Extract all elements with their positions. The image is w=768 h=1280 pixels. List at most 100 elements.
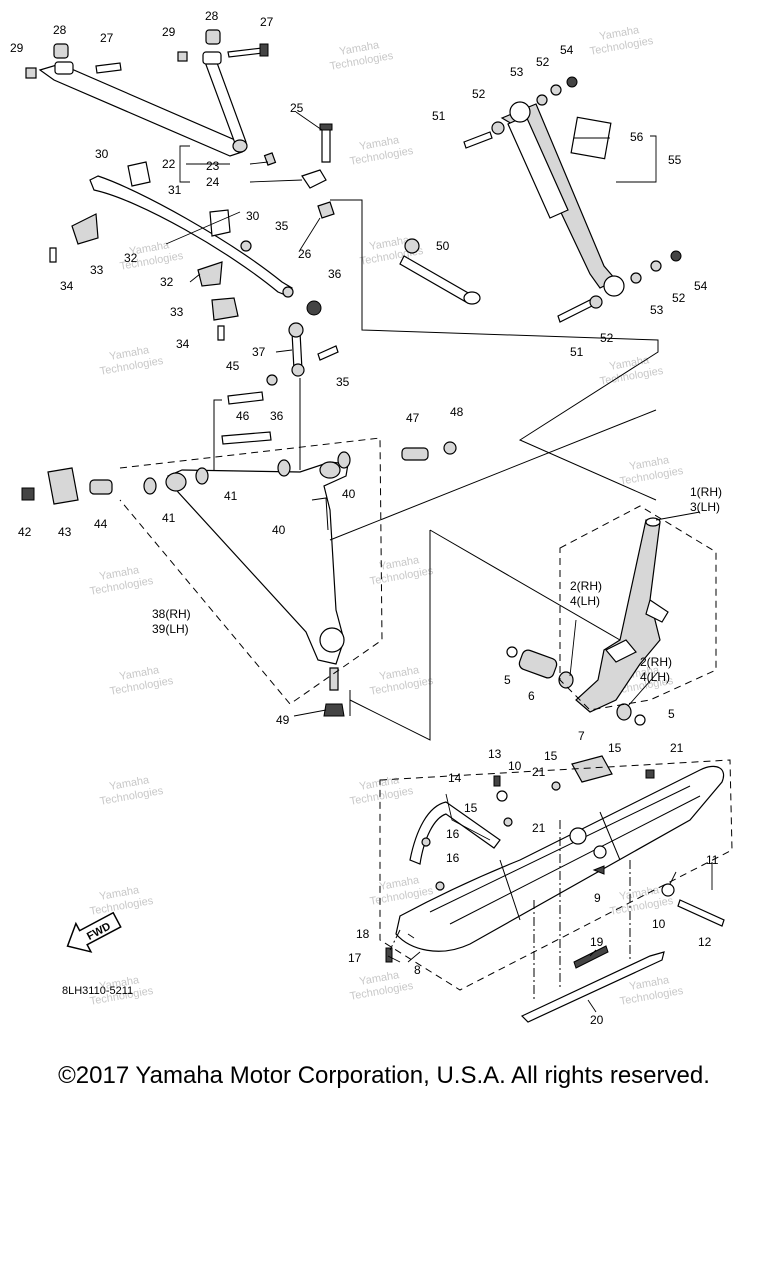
callout-52: 52: [672, 291, 686, 305]
bracket: [211, 297, 239, 321]
assembly-lines: [119, 199, 733, 1000]
callout-41: 41: [162, 511, 176, 525]
callout-56: 56: [630, 130, 644, 144]
callout-52: 52: [600, 331, 614, 345]
callout-24: 24: [206, 175, 220, 189]
callout-17: 17: [348, 951, 362, 965]
callout-49: 49: [276, 713, 290, 727]
callout-8: 8: [414, 963, 421, 977]
ski-cover: [571, 755, 613, 783]
callout-50: 50: [436, 239, 450, 253]
washer: [496, 790, 508, 802]
callout-23: 23: [206, 159, 220, 173]
callout-53: 53: [650, 303, 664, 317]
clamp: [209, 209, 231, 237]
callout-38-39: 38(RH)39(LH): [152, 607, 191, 636]
stabilizer-group: [49, 161, 339, 386]
callout-14: 14: [448, 771, 462, 785]
nut: [177, 51, 188, 62]
callout-36: 36: [270, 409, 284, 423]
bolt: [317, 345, 339, 361]
callout-21: 21: [670, 741, 684, 755]
callout-10: 10: [652, 917, 666, 931]
callout-5: 5: [504, 673, 511, 687]
callout-10: 10: [508, 759, 522, 773]
callout-53: 53: [510, 65, 524, 79]
lower-arm-group: [21, 391, 457, 717]
callout-20: 20: [590, 1013, 604, 1027]
callout-40: 40: [342, 487, 356, 501]
callout-51: 51: [432, 109, 446, 123]
bolt: [557, 299, 593, 323]
bolt: [463, 131, 493, 149]
callout-45: 45: [226, 359, 240, 373]
callout-54: 54: [560, 43, 574, 57]
callout-7: 7: [578, 729, 585, 743]
stabilizer-bar: [89, 175, 293, 297]
spindle-group: [506, 517, 669, 726]
bolt: [49, 247, 57, 263]
bracket: [197, 261, 223, 287]
collar: [89, 479, 113, 495]
callout-54: 54: [694, 279, 708, 293]
bolt: [221, 431, 272, 445]
bushing: [616, 703, 632, 721]
callout-32: 32: [160, 275, 174, 289]
callout-52: 52: [536, 55, 550, 69]
callout-16: 16: [446, 827, 460, 841]
drawing-code: 8LH3110-5211: [62, 985, 133, 997]
callout-41: 41: [224, 489, 238, 503]
callout-12: 12: [698, 935, 712, 949]
callout-35: 35: [336, 375, 350, 389]
callout-43: 43: [58, 525, 72, 539]
callout-28: 28: [205, 9, 219, 23]
nut: [443, 441, 457, 455]
callout-29: 29: [10, 41, 24, 55]
callout-9: 9: [594, 891, 601, 905]
bracket: [71, 213, 99, 245]
callout-labels: 28 27 29 29 28 27 25 22 23 24 26 30 31 3…: [10, 9, 722, 1027]
callout-19: 19: [590, 935, 604, 949]
nut: [323, 703, 345, 717]
collar: [401, 447, 429, 461]
lower-arm: [167, 461, 349, 665]
callout-11: 11: [706, 853, 719, 867]
rod-end: [301, 169, 327, 189]
washer: [634, 714, 646, 726]
collar: [317, 201, 335, 219]
callout-28: 28: [53, 23, 67, 37]
upper-arm-group: [25, 29, 335, 219]
callout-37: 37: [252, 345, 266, 359]
bushing: [337, 451, 351, 469]
callout-34: 34: [176, 337, 190, 351]
callout-33: 33: [170, 305, 184, 319]
bolt: [227, 47, 264, 58]
bolt: [217, 325, 225, 341]
bushing: [277, 459, 291, 477]
nut: [25, 67, 37, 79]
callout-22: 22: [162, 157, 176, 171]
callout-27: 27: [100, 31, 114, 45]
carbide: [573, 945, 609, 969]
callout-21: 21: [532, 765, 546, 779]
bolt: [95, 62, 122, 74]
callout-40: 40: [272, 523, 286, 537]
callout-44: 44: [94, 517, 108, 531]
collar: [518, 649, 558, 679]
callout-27: 27: [260, 15, 274, 29]
wear-bar: [520, 951, 665, 1023]
bolt: [321, 127, 331, 163]
callout-leaders: [165, 111, 713, 1013]
callout-48: 48: [450, 405, 464, 419]
bracket: [47, 467, 79, 505]
callout-13: 13: [488, 747, 502, 761]
